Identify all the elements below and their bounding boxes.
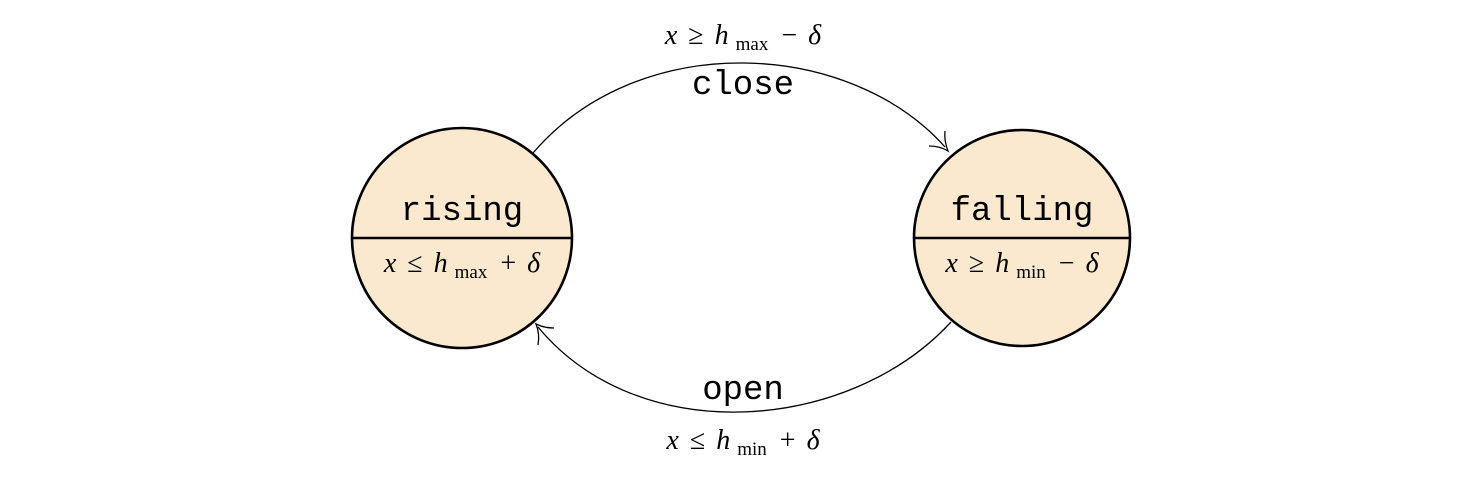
open-guard-h: h — [716, 425, 730, 456]
open-guard-label: x ≤ h min + δ — [665, 425, 820, 462]
state-falling: falling x ≥ h min − δ — [912, 128, 1132, 348]
falling-inv-sub: min — [1016, 262, 1046, 283]
state-rising: rising x ≤ h max + δ — [350, 126, 574, 350]
falling-name: falling — [951, 193, 1094, 231]
close-arrowhead-icon — [928, 130, 950, 153]
close-action-label: close — [692, 67, 794, 105]
close-guard-var: x — [664, 20, 678, 51]
falling-invariant: x ≥ h min − δ — [944, 248, 1099, 285]
falling-inv-var: x — [944, 248, 958, 279]
rising-inv-rel: ≤ — [407, 248, 422, 279]
close-guard-op: − — [781, 20, 797, 51]
rising-name: rising — [401, 193, 523, 231]
close-guard-h: h — [715, 20, 729, 51]
close-guard-delta: δ — [808, 20, 822, 51]
close-guard-sub: max — [736, 34, 769, 55]
falling-inv-rel: ≥ — [969, 248, 984, 279]
open-action-label: open — [702, 372, 784, 410]
rising-inv-var: x — [383, 248, 397, 279]
close-arrow-path — [532, 62, 946, 154]
open-guard-rel: ≤ — [690, 425, 705, 456]
falling-inv-delta: δ — [1086, 248, 1100, 279]
transition-open: open x ≤ h min + δ — [534, 321, 952, 462]
close-guard-rel: ≥ — [688, 20, 703, 51]
transition-close: x ≥ h max − δ close — [532, 20, 950, 154]
rising-inv-delta: δ — [527, 248, 541, 279]
falling-inv-op: − — [1059, 248, 1075, 279]
rising-inv-h: h — [434, 248, 448, 279]
rising-inv-op: + — [500, 248, 516, 279]
open-arrow-path — [537, 321, 952, 413]
close-guard-label: x ≥ h max − δ — [664, 20, 822, 57]
falling-inv-h: h — [995, 248, 1009, 279]
open-guard-delta: δ — [807, 425, 821, 456]
open-arrowhead-icon — [534, 322, 555, 346]
open-guard-sub: min — [737, 439, 767, 460]
open-guard-var: x — [665, 425, 679, 456]
rising-invariant: x ≤ h max + δ — [383, 248, 541, 285]
open-guard-op: + — [780, 425, 796, 456]
rising-inv-sub: max — [455, 262, 488, 283]
